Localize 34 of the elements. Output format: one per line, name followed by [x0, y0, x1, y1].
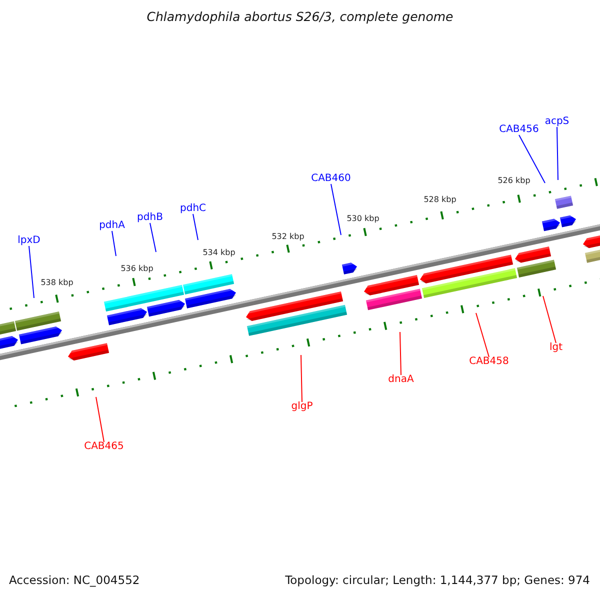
- gene-label: lgt: [549, 343, 563, 353]
- scale-label: 536 kbp: [120, 265, 154, 273]
- leader-line: [400, 332, 402, 376]
- gene-label: pdhB: [137, 213, 163, 223]
- leader-line: [96, 396, 104, 442]
- leader-line: [542, 296, 556, 344]
- leader-line: [112, 230, 116, 256]
- leader-line: [150, 222, 156, 252]
- gene-label: lpxD: [18, 236, 40, 246]
- leader-line: [300, 354, 302, 402]
- scale-label: 526 kbp: [498, 177, 530, 185]
- leader-line: [518, 134, 546, 184]
- accession-text: Accession: NC_004552: [9, 575, 140, 586]
- scale-label: 534 kbp: [202, 249, 236, 257]
- gene-label: CAB456: [499, 125, 539, 135]
- gene-label: CAB465: [84, 442, 124, 452]
- leader-line: [476, 312, 490, 358]
- scale-label: 530 kbp: [346, 215, 380, 223]
- genome-info-text: Topology: circular; Length: 1,144,377 bp; Genes: 974: [285, 575, 590, 586]
- gene-label: dnaA: [388, 375, 414, 385]
- leader-line: [330, 184, 342, 236]
- scale-label: 532 kbp: [272, 233, 304, 241]
- scale-label: 528 kbp: [424, 196, 456, 204]
- gene-label: pdhA: [99, 221, 125, 231]
- gene-label: CAB460: [311, 174, 351, 184]
- gene-label: CAB458: [469, 357, 509, 367]
- leader-line: [556, 126, 558, 180]
- leader-line: [28, 246, 34, 298]
- title: Chlamydophila abortus S26/3, complete genome: [146, 11, 454, 24]
- gene-label: pdhC: [180, 204, 206, 214]
- gene-label: glgP: [291, 402, 313, 412]
- gene-label: acpS: [544, 117, 570, 127]
- leader-line: [192, 214, 198, 240]
- scale-label: 538 kbp: [40, 279, 74, 287]
